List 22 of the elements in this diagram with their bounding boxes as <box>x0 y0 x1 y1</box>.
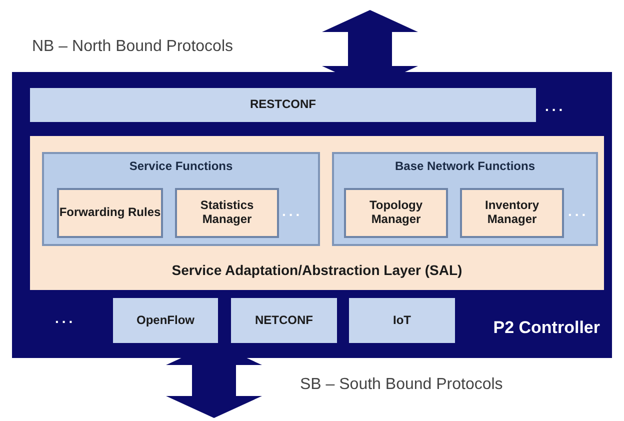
protocol-box: IoT <box>349 298 455 343</box>
ellipsis: ... <box>55 310 76 326</box>
protocol-box: OpenFlow <box>113 298 218 343</box>
function-box: Forwarding Rules <box>57 188 163 238</box>
function-box: Inventory Manager <box>460 188 564 238</box>
function-group-box <box>332 152 598 246</box>
controller-label: P2 Controller <box>493 318 600 338</box>
protocol-box: NETCONF <box>231 298 337 343</box>
layer-panel <box>30 136 604 290</box>
group-heading: Base Network Functions <box>394 160 536 174</box>
group-heading: Service Functions <box>128 160 234 174</box>
ellipsis: ... <box>545 98 566 114</box>
ellipsis: ... <box>568 203 589 219</box>
function-box: Topology Manager <box>344 188 448 238</box>
function-box: Statistics Manager <box>175 188 279 238</box>
protocol-box: RESTCONF <box>30 88 536 122</box>
ellipsis: ... <box>282 203 303 219</box>
protocol-label: NB – North Bound Protocols <box>32 38 233 56</box>
function-group-box <box>42 152 320 246</box>
layer-label: Service Adaptation/Abstraction Layer (SAL) <box>170 262 464 278</box>
controller-block <box>12 72 612 358</box>
protocol-label: SB – South Bound Protocols <box>300 376 503 394</box>
